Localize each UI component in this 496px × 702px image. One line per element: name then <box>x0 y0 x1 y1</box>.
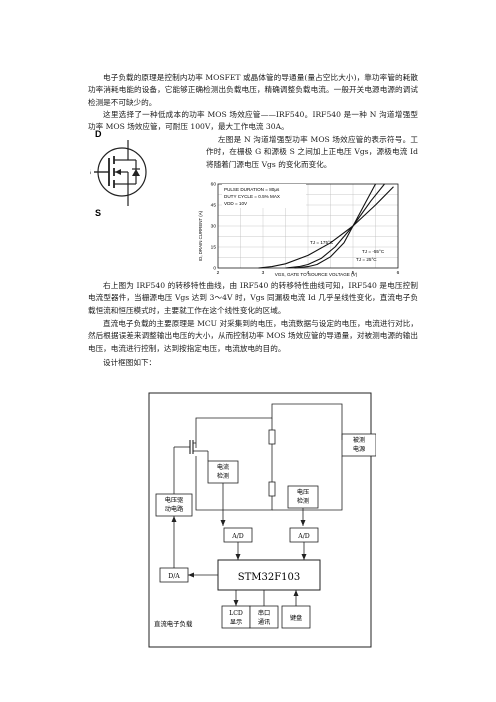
mcu-label: STM32F103 <box>238 572 301 583</box>
paragraph-principle: 电子负载的原理是控制内功率 MOSFET 或晶体管的导通量(量占空比大小)，靠功… <box>88 73 418 107</box>
dut-power-box <box>341 433 376 457</box>
design-block-diagram: 被测 电源 电流 检测 电压 检测 电压驱 动电路 A/D A/D STM32F… <box>148 392 376 648</box>
chart-y-axis-label: ID, DRAIN CURRENT (A) <box>198 210 203 261</box>
chart-y-tick-label: 45 <box>211 203 217 209</box>
adc-1-label: A/D <box>231 533 244 540</box>
chart-series-line-2 <box>294 183 376 269</box>
serial-label-1: 串口 <box>258 609 270 617</box>
chart-series-label-minus55: TJ = -55°C <box>362 249 385 254</box>
chart-annotation-line-2: DUTY CYCLE = 0.5% MAX <box>224 194 280 199</box>
chart-x-tick-label: 6 <box>397 270 400 276</box>
mosfet-symbol: D G S <box>90 129 147 218</box>
chart-x-tick-label: 3 <box>262 270 265 276</box>
keyboard-label: 键盘 <box>290 614 302 622</box>
adc-2-label: A/D <box>297 533 310 540</box>
mosfet-label-s: S <box>95 208 101 218</box>
chart-y-tick-label: 15 <box>211 245 217 251</box>
transfer-characteristic-chart: PULSE DURATION = 80μs DUTY CYCLE = 0.5% … <box>198 182 400 277</box>
chart-series-label-25: TJ = 25°C <box>356 257 377 262</box>
chart-x-tick-label: 4 <box>307 270 310 276</box>
chart-annotation-line-3: VDD = 10V <box>224 201 248 206</box>
dac-label: D/A <box>168 573 180 580</box>
chart-series-line-0 <box>258 186 394 269</box>
current-sense-label-2: 检测 <box>217 472 229 480</box>
voltage-sense-label-1: 电压 <box>297 488 309 496</box>
driver-label-2: 动电路 <box>165 505 184 513</box>
resistor-bottom <box>268 481 276 497</box>
chart-y-tick-label: 60 <box>211 182 217 188</box>
serial-box <box>249 605 279 629</box>
current-sense-label-1: 电流 <box>217 463 229 471</box>
chart-series-line-1 <box>285 183 385 269</box>
paragraph-operation: 直流电子负载的主要原理是 MCU 对采集到的电压，电流数据与设定的电压，电流进行… <box>88 319 418 353</box>
resistor-top <box>268 429 276 445</box>
power-mosfet-symbol <box>174 440 209 461</box>
chart-x-tick-label: 5 <box>352 270 355 276</box>
diagram-caption: 直流电子负载 <box>154 619 193 628</box>
chart-series-label-175: TJ = 175°C <box>310 240 334 245</box>
chart-annotation-line-1: PULSE DURATION = 80μs <box>224 187 280 192</box>
voltage-sense-label-2: 检测 <box>297 497 309 505</box>
lcd-label-1: LCD <box>229 610 243 617</box>
electronic-load-boundary <box>148 392 372 648</box>
lcd-label-2: 显示 <box>230 619 242 626</box>
chart-plot-frame <box>217 183 399 269</box>
serial-label-2: 通讯 <box>258 618 270 626</box>
chart-y-tick-label: 0 <box>213 266 216 272</box>
chart-series-group <box>258 183 394 269</box>
dut-power-label-1: 被测 <box>353 436 365 444</box>
chart-y-tick-label: 30 <box>211 224 217 230</box>
driver-label-1: 电压驱 <box>165 496 184 504</box>
chart-x-axis-label: VGS, GATE TO SOURCE VOLTAGE (V) <box>275 272 358 277</box>
chart-annotation-box: PULSE DURATION = 80μs DUTY CYCLE = 0.5% … <box>222 184 306 208</box>
mosfet-label-g: G <box>90 167 91 177</box>
paragraph-transfer-curve: 右上图为 IRF540 的转移特性曲线，由 IRF540 的转移特性曲线可知，I… <box>88 281 418 315</box>
dut-power-label-2: 电源 <box>353 445 365 453</box>
mosfet-label-d: D <box>95 129 102 139</box>
paragraph-symbol-desc: 左图是 N 沟道增强型功率 MOS 场效应管的表示符号。工作时，在栅极 G 和源… <box>206 135 418 169</box>
keyboard-box <box>281 605 311 629</box>
paragraph-irf540: 这里选择了一种低成本的功率 MOS 场效应管——IRF540。IRF540 是一… <box>88 110 418 132</box>
chart-x-tick-label: 2 <box>217 270 220 276</box>
paragraph-diagram-intro: 设计框图如下： <box>103 358 157 367</box>
